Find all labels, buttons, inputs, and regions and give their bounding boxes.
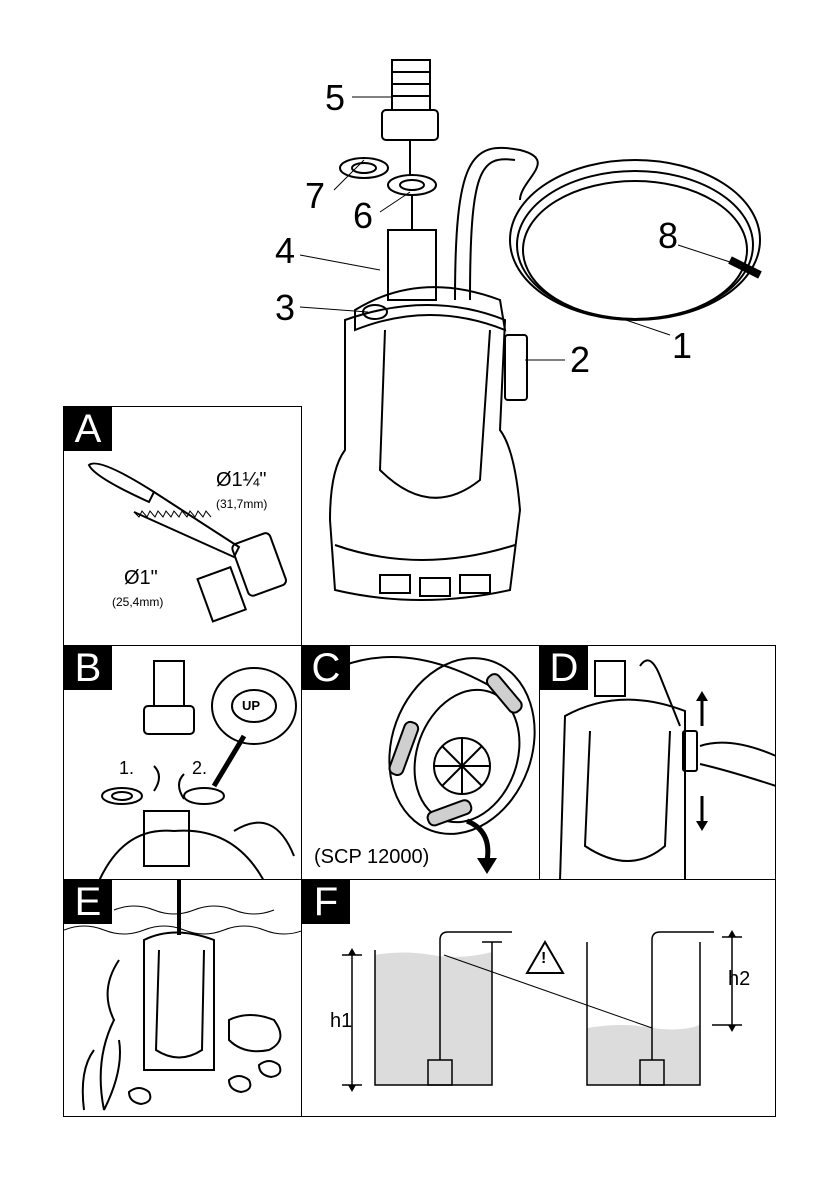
up-label: UP bbox=[242, 698, 261, 713]
callout-8: 8 bbox=[658, 215, 679, 256]
panel-f-letter: F bbox=[302, 880, 350, 924]
callout-4: 4 bbox=[275, 230, 296, 271]
callout-5: 5 bbox=[325, 77, 346, 118]
panel-a: A Ø1¼" (31,7mm) Ø1" (25,4mm) bbox=[63, 406, 302, 646]
switch-adjust-illustration bbox=[559, 659, 775, 879]
h2-label: h2 bbox=[728, 968, 751, 990]
panel-b-letter: B bbox=[64, 646, 112, 690]
connector-assembly-illustration bbox=[98, 660, 297, 879]
panel-c: C (SCP 12000) bbox=[301, 645, 540, 880]
model-note: (SCP 12000) bbox=[314, 846, 430, 868]
dia-large-label: Ø1¼" bbox=[216, 469, 267, 491]
step-2-label: 2. bbox=[192, 758, 208, 778]
panel-a-letter: A bbox=[64, 407, 112, 451]
panel-c-letter: C bbox=[302, 646, 350, 690]
head-height-diagram bbox=[342, 930, 742, 1092]
callout-3: 3 bbox=[275, 287, 296, 328]
h1-label: h1 bbox=[330, 1010, 353, 1032]
dia-small-label: Ø1" bbox=[124, 567, 158, 589]
callout-1: 1 bbox=[672, 325, 693, 366]
callout-6: 6 bbox=[353, 195, 374, 236]
step-1-label: 1. bbox=[119, 758, 135, 778]
submerged-pump-illustration bbox=[64, 880, 301, 1111]
panel-b: B 1. 2. UP bbox=[63, 645, 302, 880]
warning-icon: ! bbox=[541, 950, 547, 967]
panel-e-letter: E bbox=[64, 880, 112, 924]
base-removal-illustration bbox=[341, 656, 536, 874]
panel-f: F h1 h2 ! bbox=[301, 879, 776, 1117]
callout-7: 7 bbox=[305, 175, 326, 216]
dia-large-mm: (31,7mm) bbox=[216, 497, 268, 511]
panel-e: E bbox=[63, 879, 302, 1117]
saw-cut-illustration bbox=[87, 462, 287, 623]
pump-main-illustration bbox=[299, 59, 762, 601]
callout-2: 2 bbox=[570, 339, 591, 380]
dia-small-mm: (25,4mm) bbox=[112, 595, 164, 609]
panel-d-letter: D bbox=[540, 646, 588, 690]
panel-d: D bbox=[539, 645, 776, 880]
